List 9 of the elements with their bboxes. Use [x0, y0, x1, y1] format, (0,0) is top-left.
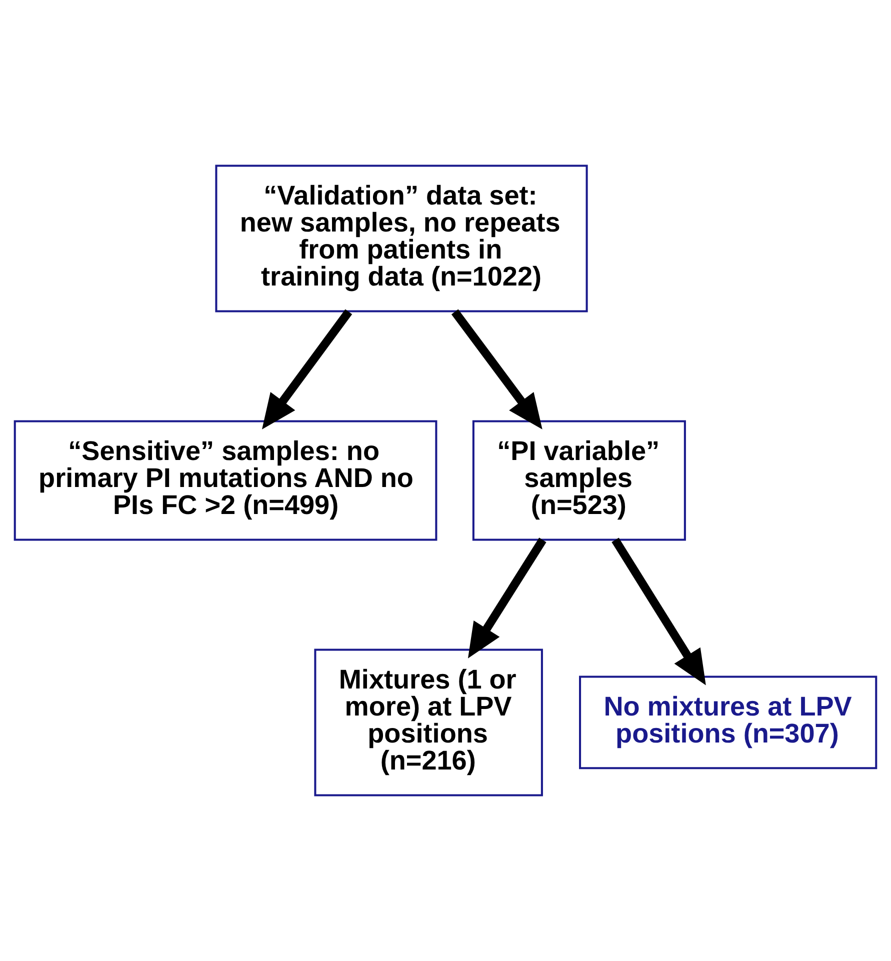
- arrow: [451, 309, 542, 430]
- arrow: [468, 538, 546, 658]
- node-box: No mixtures at LPV positions (n=307): [579, 676, 878, 770]
- arrow: [612, 538, 706, 686]
- arrow: [262, 309, 352, 430]
- node-box: “Sensitive” samples: no primary PI mutations AND no PIs FC >2 (n=499): [14, 420, 438, 541]
- node-box: “PI variable” samples (n=523): [472, 420, 686, 541]
- node-box: “Validation” data set: new samples, no repeats from patients in training data (n=1022): [215, 164, 588, 312]
- node-box: Mixtures (1 or more) at LPV positions (n=216): [314, 648, 543, 796]
